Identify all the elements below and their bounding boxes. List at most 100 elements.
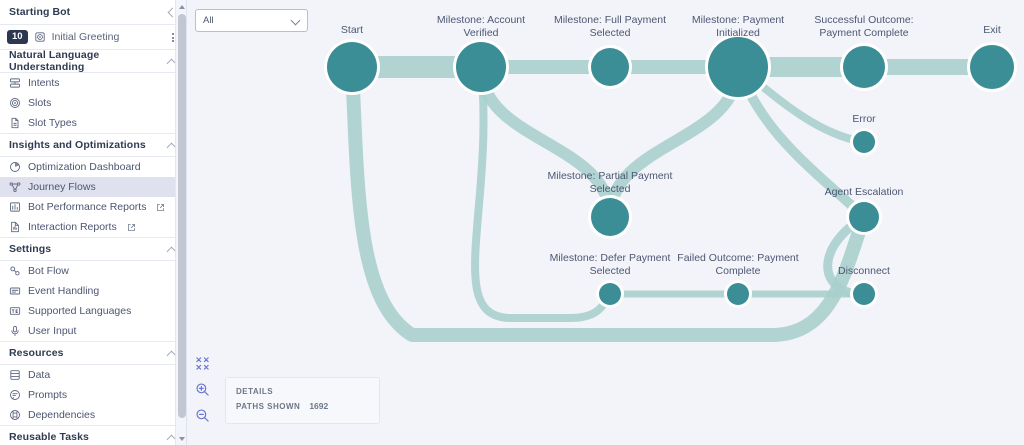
sidebar-section-header-natural-language-understanding[interactable]: Natural Language Understanding — [0, 49, 186, 73]
flow-node-success[interactable] — [840, 43, 888, 91]
paths-shown-label: PATHS SHOWN — [236, 402, 301, 411]
sidebar-item-prompts[interactable]: Prompts — [0, 385, 186, 405]
sidebar-item-label: User Input — [28, 325, 77, 337]
sidebar-item-optimization-dashboard[interactable]: Optimization Dashboard — [0, 157, 186, 177]
sidebar-section-title: Starting Bot — [9, 6, 71, 18]
sidebar-item-label: Prompts — [28, 389, 68, 401]
flow-node-initialized[interactable] — [705, 34, 771, 100]
sidebar-item-user-input[interactable]: User Input — [0, 321, 186, 341]
bot-version-badge: 10 — [7, 30, 28, 44]
sidebar-section-header-resources[interactable]: Resources — [0, 342, 186, 364]
sidebar-section-header-settings[interactable]: Settings — [0, 238, 186, 260]
flow-node-exit[interactable] — [967, 42, 1017, 92]
sidebar-section-header-reusable-tasks[interactable]: Reusable Tasks — [0, 426, 186, 445]
starting-bot-name: Initial Greeting — [51, 31, 120, 43]
microphone-icon — [9, 325, 21, 337]
details-title: DETAILS — [236, 387, 274, 396]
flow-node-disconnect[interactable] — [850, 280, 878, 308]
starting-bot-row[interactable]: 10 Initial Greeting — [0, 25, 186, 49]
divider — [0, 237, 186, 238]
details-panel: DETAILS PATHS SHOWN 1692 — [225, 377, 380, 424]
flow-node-escalation[interactable] — [846, 199, 882, 235]
kebab-menu-icon[interactable] — [167, 30, 179, 44]
divider — [0, 341, 186, 342]
sidebar-item-supported-languages[interactable]: Supported Languages — [0, 301, 186, 321]
zoom-in-icon[interactable] — [195, 382, 210, 397]
intents-icon — [9, 77, 21, 89]
paths-shown-row: PATHS SHOWN 1692 — [236, 401, 379, 411]
sidebar-item-slots[interactable]: Slots — [0, 93, 186, 113]
sidebar-item-intents[interactable]: Intents — [0, 73, 186, 93]
sidebar-item-bot-flow[interactable]: Bot Flow — [0, 261, 186, 281]
bot-icon — [34, 31, 46, 43]
flow-node-partial[interactable] — [588, 195, 632, 239]
flow-node-full[interactable] — [588, 45, 632, 89]
flow-node-account[interactable] — [453, 39, 509, 95]
divider — [0, 364, 186, 365]
bar-chart-icon — [9, 201, 21, 213]
flow-link-account-to-defer[interactable] — [471, 66, 614, 322]
sidebar-item-bot-performance-reports[interactable]: Bot Performance Reports — [0, 197, 186, 217]
bot-flow-icon — [9, 265, 21, 277]
scroll-down-arrow-icon[interactable] — [176, 432, 186, 445]
sidebar-item-slot-types[interactable]: Slot Types — [0, 113, 186, 133]
divider — [0, 260, 186, 261]
scrollbar-thumb[interactable] — [177, 14, 186, 418]
sidebar-item-interaction-reports[interactable]: Interaction Reports — [0, 217, 186, 237]
divider — [0, 156, 186, 157]
divider — [0, 24, 186, 25]
dependencies-icon — [9, 409, 21, 421]
sidebar-item-event-handling[interactable]: Event Handling — [0, 281, 186, 301]
prompts-icon — [9, 389, 21, 401]
flow-node-defer[interactable] — [596, 280, 624, 308]
journey-flows-icon — [9, 181, 21, 193]
sidebar-item-label: Supported Languages — [28, 305, 132, 317]
journey-flow-graph — [324, 34, 1017, 342]
sidebar-item-data[interactable]: Data — [0, 365, 186, 385]
sidebar-section-header-insights-and-optimizations[interactable]: Insights and Optimizations — [0, 134, 186, 156]
sidebar-section-header-starting-bot: Starting Bot — [0, 0, 186, 24]
canvas-controls — [195, 356, 210, 423]
slots-icon — [9, 97, 21, 109]
flow-node-failed[interactable] — [724, 280, 752, 308]
fit-screen-icon[interactable] — [195, 356, 210, 371]
sidebar-item-label: Intents — [28, 77, 60, 89]
sidebar-section-title: Insights and Optimizations — [9, 139, 146, 151]
sidebar-item-dependencies[interactable]: Dependencies — [0, 405, 186, 425]
dashboard-icon — [9, 161, 21, 173]
external-link-icon — [127, 223, 136, 232]
report-icon — [9, 221, 21, 233]
sidebar-item-label: Bot Flow — [28, 265, 69, 277]
sidebar-item-journey-flows[interactable]: Journey Flows — [0, 177, 186, 197]
flow-node-start[interactable] — [324, 39, 380, 95]
sidebar-section-title: Settings — [9, 243, 52, 255]
scroll-up-arrow-icon[interactable] — [176, 0, 186, 13]
divider — [0, 72, 186, 73]
sidebar-item-label: Bot Performance Reports — [28, 201, 147, 213]
external-link-icon — [156, 203, 165, 212]
sidebar-item-label: Data — [28, 369, 51, 381]
sidebar-section-title: Reusable Tasks — [9, 431, 89, 443]
flow-node-error[interactable] — [850, 128, 878, 156]
sidebar-scrollbar[interactable] — [175, 0, 186, 445]
flow-link-start-to-escalation[interactable] — [345, 66, 871, 342]
chevron-down-icon — [291, 16, 300, 25]
sidebar-item-label: Event Handling — [28, 285, 100, 297]
languages-icon — [9, 305, 21, 317]
divider — [0, 133, 186, 134]
flow-links — [345, 56, 992, 342]
journey-filter-select[interactable]: All — [195, 9, 308, 32]
flow-link-account-to-partial[interactable] — [475, 66, 616, 218]
journey-filter-value: All — [203, 15, 214, 26]
divider — [0, 49, 186, 50]
zoom-out-icon[interactable] — [195, 408, 210, 423]
sidebar-item-label: Optimization Dashboard — [28, 161, 141, 173]
sidebar-item-label: Slots — [28, 97, 52, 109]
sidebar-item-label: Journey Flows — [28, 181, 96, 193]
sidebar-item-label: Interaction Reports — [28, 221, 117, 233]
database-icon — [9, 369, 21, 381]
